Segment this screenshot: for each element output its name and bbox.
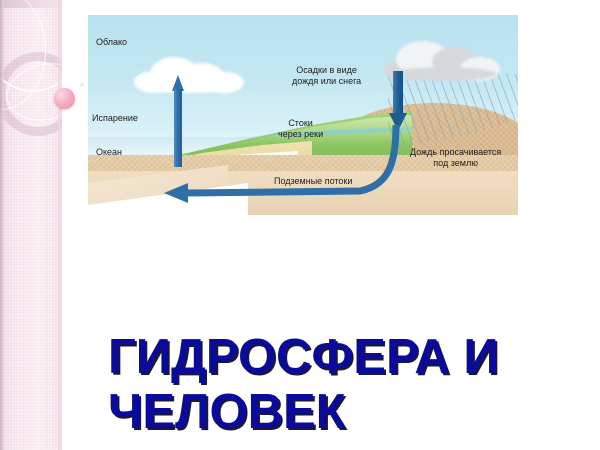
label-infiltration-line2: под землю (433, 158, 478, 168)
groundwater-flow (164, 124, 400, 203)
sidebar-left-edge (0, 0, 4, 450)
decorative-sphere (54, 88, 75, 109)
label-infiltration: Дождь просачивается под землю (410, 147, 501, 169)
label-cloud: Облако (96, 37, 128, 47)
sidebar-fade (58, 0, 62, 450)
sphere-mark-icon: × (80, 83, 84, 89)
label-runoff-line1: Стоки (288, 118, 313, 128)
label-infiltration-line1: Дождь просачивается (410, 147, 502, 157)
rain-cloud-icon (376, 39, 504, 81)
cloud-icon (128, 53, 248, 93)
label-runoff: Стоки через реки (278, 118, 323, 140)
evaporation-arrow-up (172, 75, 184, 167)
slide-title-line2: ЧЕЛОВЕК (108, 385, 346, 439)
label-runoff-line2: через реки (278, 129, 324, 139)
slide-title: ГИДРОСФЕРА И ЧЕЛОВЕК (108, 330, 588, 440)
label-groundwater: Подземные потоки (274, 176, 353, 186)
label-evaporation: Испарение (92, 113, 138, 123)
label-ocean: Океан (96, 147, 123, 157)
label-precipitation-line2: дождя или снега (292, 76, 362, 86)
decorative-sidebar (0, 0, 62, 450)
water-cycle-diagram: Облако Испарение Океан Осадки в виде дож… (88, 15, 518, 215)
slide-title-line1: ГИДРОСФЕРА И (108, 330, 499, 384)
label-precipitation-line1: Осадки в виде (296, 65, 357, 75)
label-precipitation: Осадки в виде дождя или снега (292, 65, 361, 87)
